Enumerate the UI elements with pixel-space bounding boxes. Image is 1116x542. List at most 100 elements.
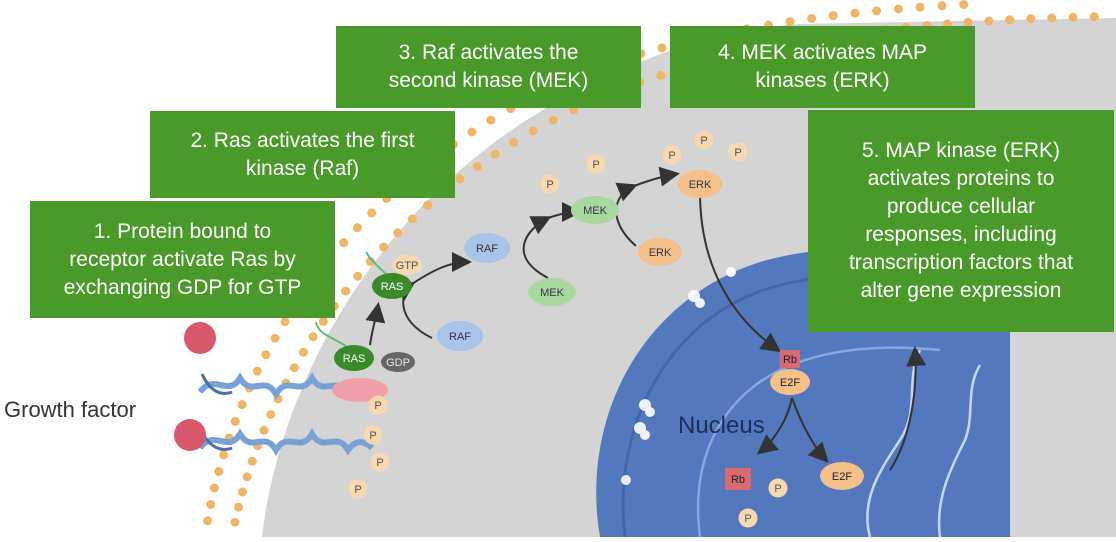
step-5-box: 5. MAP kinase (ERK) activates proteins t… bbox=[808, 110, 1114, 332]
phosphate-label: P bbox=[376, 457, 383, 469]
rb-free-label: Rb bbox=[731, 474, 745, 486]
mek-active-label: MEK bbox=[583, 205, 608, 217]
membrane-lipid-head bbox=[242, 472, 252, 482]
erk-inactive-label: ERK bbox=[649, 247, 672, 259]
raf-active-label: RAF bbox=[476, 243, 498, 255]
phosphate-label: P bbox=[700, 135, 707, 147]
membrane-lipid-head bbox=[352, 223, 362, 233]
membrane-lipid-head bbox=[203, 516, 213, 526]
membrane-lipid-head bbox=[266, 410, 276, 419]
step-5-text: 5. MAP kinase (ERK) activates proteins t… bbox=[848, 139, 1074, 302]
phosphate-label: P bbox=[369, 430, 376, 442]
membrane-lipid-head bbox=[1068, 12, 1078, 22]
phosphate bbox=[768, 478, 788, 498]
step-1-text: 1. Protein bound to receptor activate Ra… bbox=[63, 219, 302, 299]
raf-inactive-label: RAF bbox=[449, 331, 471, 343]
membrane-lipid-head bbox=[423, 200, 433, 210]
membrane-lipid-head bbox=[238, 487, 247, 497]
adaptor-protein bbox=[332, 378, 388, 402]
phosphate bbox=[738, 508, 758, 528]
gtp bbox=[392, 255, 422, 275]
mek-inactive bbox=[528, 278, 576, 306]
growth-factor-1 bbox=[184, 322, 216, 354]
membrane-lipid-head bbox=[353, 271, 363, 281]
membrane-lipid-head bbox=[807, 13, 817, 23]
membrane-lipid-head bbox=[963, 17, 973, 27]
erk-active bbox=[678, 170, 722, 198]
step-4-text: 4. MEK activates MAP kinases (ERK) bbox=[718, 41, 927, 92]
growth-factor-label: Growth factor bbox=[4, 397, 137, 422]
membrane-lipid-head bbox=[259, 425, 269, 435]
membrane-lipid-head bbox=[230, 517, 240, 527]
ras-active bbox=[372, 273, 412, 299]
gtp-label: GTP bbox=[396, 260, 419, 272]
phosphate bbox=[694, 130, 714, 150]
membrane-lipid-head bbox=[234, 502, 243, 512]
phosphate bbox=[586, 154, 606, 174]
membrane-lipid-head bbox=[657, 43, 667, 53]
membrane-lipid-head bbox=[1089, 12, 1099, 22]
erk-active-label: ERK bbox=[689, 179, 712, 191]
membrane-lipid-head bbox=[656, 71, 666, 80]
membrane-lipid-head bbox=[850, 8, 860, 18]
membrane-lipid-head bbox=[490, 149, 500, 159]
membrane-lipid-head bbox=[270, 333, 280, 343]
membrane-lipid-head bbox=[915, 2, 925, 12]
membrane-lipid-head bbox=[984, 16, 994, 26]
membrane-lipid-head bbox=[509, 138, 519, 147]
membrane-lipid-head bbox=[299, 347, 308, 357]
e2f-free bbox=[820, 462, 864, 490]
phosphate-label: P bbox=[354, 484, 361, 496]
membrane-lipid-head bbox=[261, 350, 271, 360]
raf-active bbox=[464, 233, 510, 263]
e2f-bound bbox=[770, 369, 810, 395]
phosphate-label: P bbox=[668, 150, 675, 162]
membrane-lipid-head bbox=[828, 11, 838, 21]
membrane-lipid-head bbox=[486, 115, 496, 125]
phosphate-label: P bbox=[774, 483, 781, 495]
phosphate-label: P bbox=[592, 159, 599, 171]
membrane-lipid-head bbox=[548, 115, 558, 125]
membrane-lipid-head bbox=[280, 317, 290, 327]
phosphate-label: P bbox=[744, 513, 751, 525]
growth-factor-2 bbox=[174, 419, 206, 451]
membrane-lipid-head bbox=[230, 416, 240, 426]
membrane-lipid-head bbox=[379, 242, 389, 252]
step-2-box: 2. Ras activates the first kinase (Raf) bbox=[150, 111, 455, 198]
nucleus-label: Nucleus bbox=[678, 412, 765, 439]
membrane-lipid-head bbox=[214, 467, 224, 476]
membrane-lipid-head bbox=[467, 127, 477, 137]
ras-inactive bbox=[334, 345, 374, 371]
membrane-lipid-head bbox=[455, 174, 465, 184]
membrane-lipid-head bbox=[219, 450, 229, 460]
membrane-lipid-head bbox=[206, 500, 216, 509]
membrane-lipid-head bbox=[341, 286, 351, 296]
rb-bound-label: Rb bbox=[783, 354, 797, 366]
e2f-free-label: E2F bbox=[832, 471, 852, 483]
membrane-lipid-head bbox=[339, 238, 349, 248]
membrane-lipid-head bbox=[407, 214, 417, 224]
phosphate bbox=[728, 142, 748, 162]
membrane-lipid-head bbox=[289, 363, 299, 373]
step-1-box: 1. Protein bound to receptor activate Ra… bbox=[30, 201, 335, 318]
membrane-lipid-head bbox=[937, 1, 947, 11]
mek-inactive-label: MEK bbox=[540, 287, 565, 299]
membrane-lipid-head bbox=[893, 4, 903, 14]
membrane-lipid-head bbox=[1047, 13, 1057, 23]
step-3-text: 3. Raf activates the second kinase (MEK) bbox=[388, 41, 589, 92]
membrane-lipid-head bbox=[247, 456, 257, 466]
phosphate bbox=[363, 425, 383, 445]
membrane-lipid-head bbox=[209, 483, 219, 493]
gdp bbox=[381, 352, 415, 372]
phosphate bbox=[348, 479, 368, 499]
e2f-bound-label: E2F bbox=[780, 377, 800, 389]
step-2-text: 2. Ras activates the first kinase (Raf) bbox=[190, 128, 415, 180]
membrane-lipid-head bbox=[1026, 14, 1036, 24]
mek-active bbox=[571, 196, 619, 224]
membrane-lipid-head bbox=[318, 316, 328, 326]
phosphate bbox=[370, 452, 390, 472]
membrane-lipid-head bbox=[959, 0, 969, 9]
membrane-lipid-head bbox=[237, 400, 247, 410]
